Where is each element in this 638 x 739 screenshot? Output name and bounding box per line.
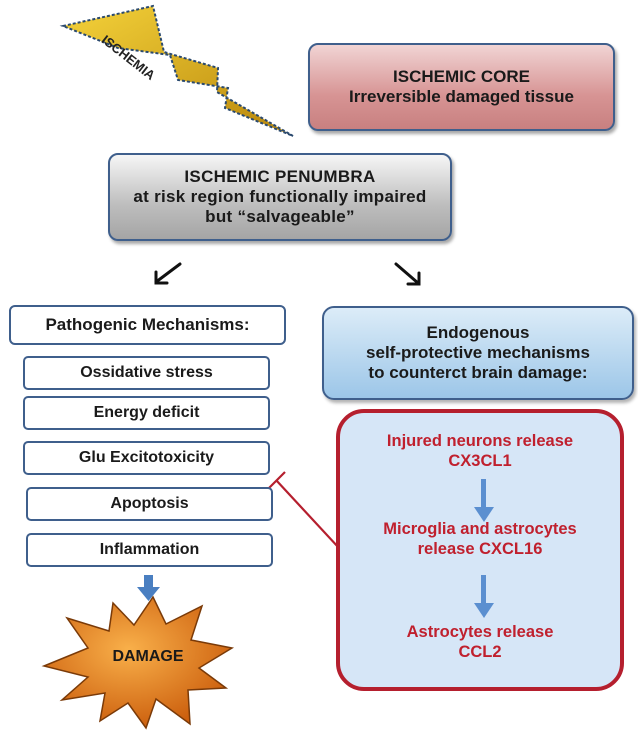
core-subtitle: Irreversible damaged tissue: [349, 87, 574, 106]
cascade-arrow-1-icon: [474, 479, 494, 522]
step2-line1: Microglia and astrocytes: [383, 520, 577, 538]
cascade-step-3: Astrocytes release CCL2: [336, 622, 624, 662]
down-arrow-damage-icon: [137, 575, 160, 601]
penumbra-title: ISCHEMIC PENUMBRA: [184, 166, 376, 186]
mechanism-item: Apoptosis: [26, 487, 273, 521]
penumbra-line3: but “salvageable”: [205, 207, 355, 227]
damage-starburst: [41, 595, 235, 730]
step3-line2: CCL2: [458, 643, 502, 662]
protective-cascade-box: Injured neurons release CX3CL1 Microglia…: [336, 409, 624, 691]
arrow-right-icon: [394, 262, 421, 286]
cascade-arrow-2-icon: [474, 575, 494, 618]
damage-label: DAMAGE: [112, 648, 184, 665]
lightning-bolt-icon: [59, 4, 294, 137]
mechanism-item: Inflammation: [26, 533, 273, 567]
core-title: ISCHEMIC CORE: [393, 66, 530, 86]
pathogenic-mechanisms-header: Pathogenic Mechanisms:: [9, 305, 286, 345]
step3-line1: Astrocytes release: [406, 623, 554, 641]
penumbra-line2: at risk region functionally impaired: [133, 186, 427, 206]
step1-line2: CX3CL1: [448, 452, 512, 471]
step1-line1: Injured neurons release: [386, 432, 574, 450]
cascade-step-2: Microglia and astrocytes release CXCL16: [336, 519, 624, 559]
ischemic-penumbra-box: ISCHEMIC PENUMBRA at risk region functio…: [108, 153, 452, 241]
ischemic-core-box: ISCHEMIC CORE Irreversible damaged tissu…: [308, 43, 615, 131]
step2-line2: release CXCL16: [417, 540, 543, 559]
arrow-left-icon: [154, 262, 182, 285]
mechanism-item: Ossidative stress: [23, 356, 270, 390]
endogenous-line3: to counterct brain damage:: [368, 363, 588, 383]
cascade-step-1: Injured neurons release CX3CL1: [336, 431, 624, 471]
mechanism-item: Glu Excitotoxicity: [23, 441, 270, 475]
endogenous-mechanisms-box: Endogenous self-protective mechanisms to…: [322, 306, 634, 400]
endogenous-line1: Endogenous: [426, 322, 530, 342]
mechanism-item: Energy deficit: [23, 396, 270, 430]
endogenous-line2: self-protective mechanisms: [366, 342, 590, 362]
